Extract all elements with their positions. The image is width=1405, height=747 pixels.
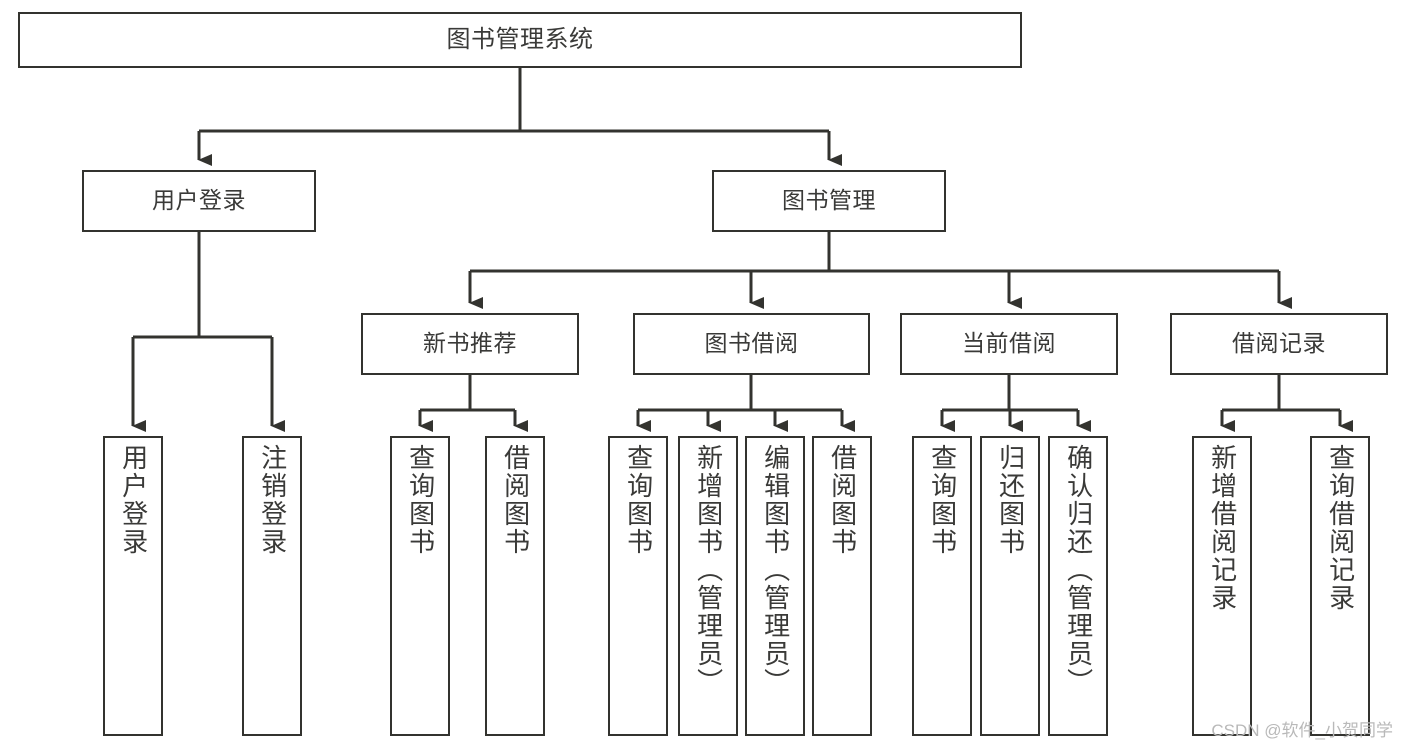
node-label: 借阅记录 (1232, 330, 1326, 357)
node-book-borrow[interactable]: 图书借阅 (633, 313, 870, 375)
node-label: 查询图书 (623, 444, 654, 556)
node-borrow-record[interactable]: 借阅记录 (1170, 313, 1388, 375)
node-label: 查询图书 (405, 444, 436, 556)
node-current-borrow[interactable]: 当前借阅 (900, 313, 1118, 375)
node-leaf-query-book-2[interactable]: 查询图书 (608, 436, 668, 736)
node-leaf-add-book-admin[interactable]: 新增图书（管理员） (678, 436, 738, 736)
node-label: 用户登录 (118, 444, 149, 556)
node-leaf-borrow-book-2[interactable]: 借阅图书 (812, 436, 872, 736)
node-leaf-logout-login[interactable]: 注销登录 (242, 436, 302, 736)
node-leaf-user-login[interactable]: 用户登录 (103, 436, 163, 736)
node-label: 借阅图书 (500, 444, 531, 556)
node-leaf-query-borrow-record[interactable]: 查询借阅记录 (1310, 436, 1370, 736)
node-user-login[interactable]: 用户登录 (82, 170, 316, 232)
node-leaf-edit-book-admin[interactable]: 编辑图书（管理员） (745, 436, 805, 736)
node-leaf-return-book[interactable]: 归还图书 (980, 436, 1040, 736)
node-label: 图书管理 (782, 187, 876, 214)
node-label: 查询图书 (927, 444, 958, 556)
node-label: 编辑图书（管理员） (760, 444, 791, 696)
node-leaf-confirm-return-admin[interactable]: 确认归还（管理员） (1048, 436, 1108, 736)
node-label: 当前借阅 (962, 330, 1056, 357)
node-leaf-query-book-1[interactable]: 查询图书 (390, 436, 450, 736)
node-label: 图书管理系统 (446, 25, 594, 53)
node-label: 新书推荐 (423, 330, 517, 357)
node-book-management-system[interactable]: 图书管理系统 (18, 12, 1022, 68)
node-label: 新增图书（管理员） (693, 444, 724, 696)
node-label: 借阅图书 (827, 444, 858, 556)
node-label: 查询借阅记录 (1325, 444, 1356, 612)
node-leaf-add-borrow-record[interactable]: 新增借阅记录 (1192, 436, 1252, 736)
node-label: 注销登录 (257, 444, 288, 556)
node-new-book-recommend[interactable]: 新书推荐 (361, 313, 579, 375)
node-book-management[interactable]: 图书管理 (712, 170, 946, 232)
node-label: 图书借阅 (704, 330, 799, 357)
node-label: 新增借阅记录 (1207, 444, 1238, 612)
node-label: 确认归还（管理员） (1063, 444, 1094, 696)
node-label: 归还图书 (995, 444, 1026, 556)
node-leaf-borrow-book-1[interactable]: 借阅图书 (485, 436, 545, 736)
node-leaf-query-book-3[interactable]: 查询图书 (912, 436, 972, 736)
node-label: 用户登录 (152, 187, 246, 214)
csdn-watermark: CSDN @软件_小贺同学 (1211, 721, 1393, 740)
